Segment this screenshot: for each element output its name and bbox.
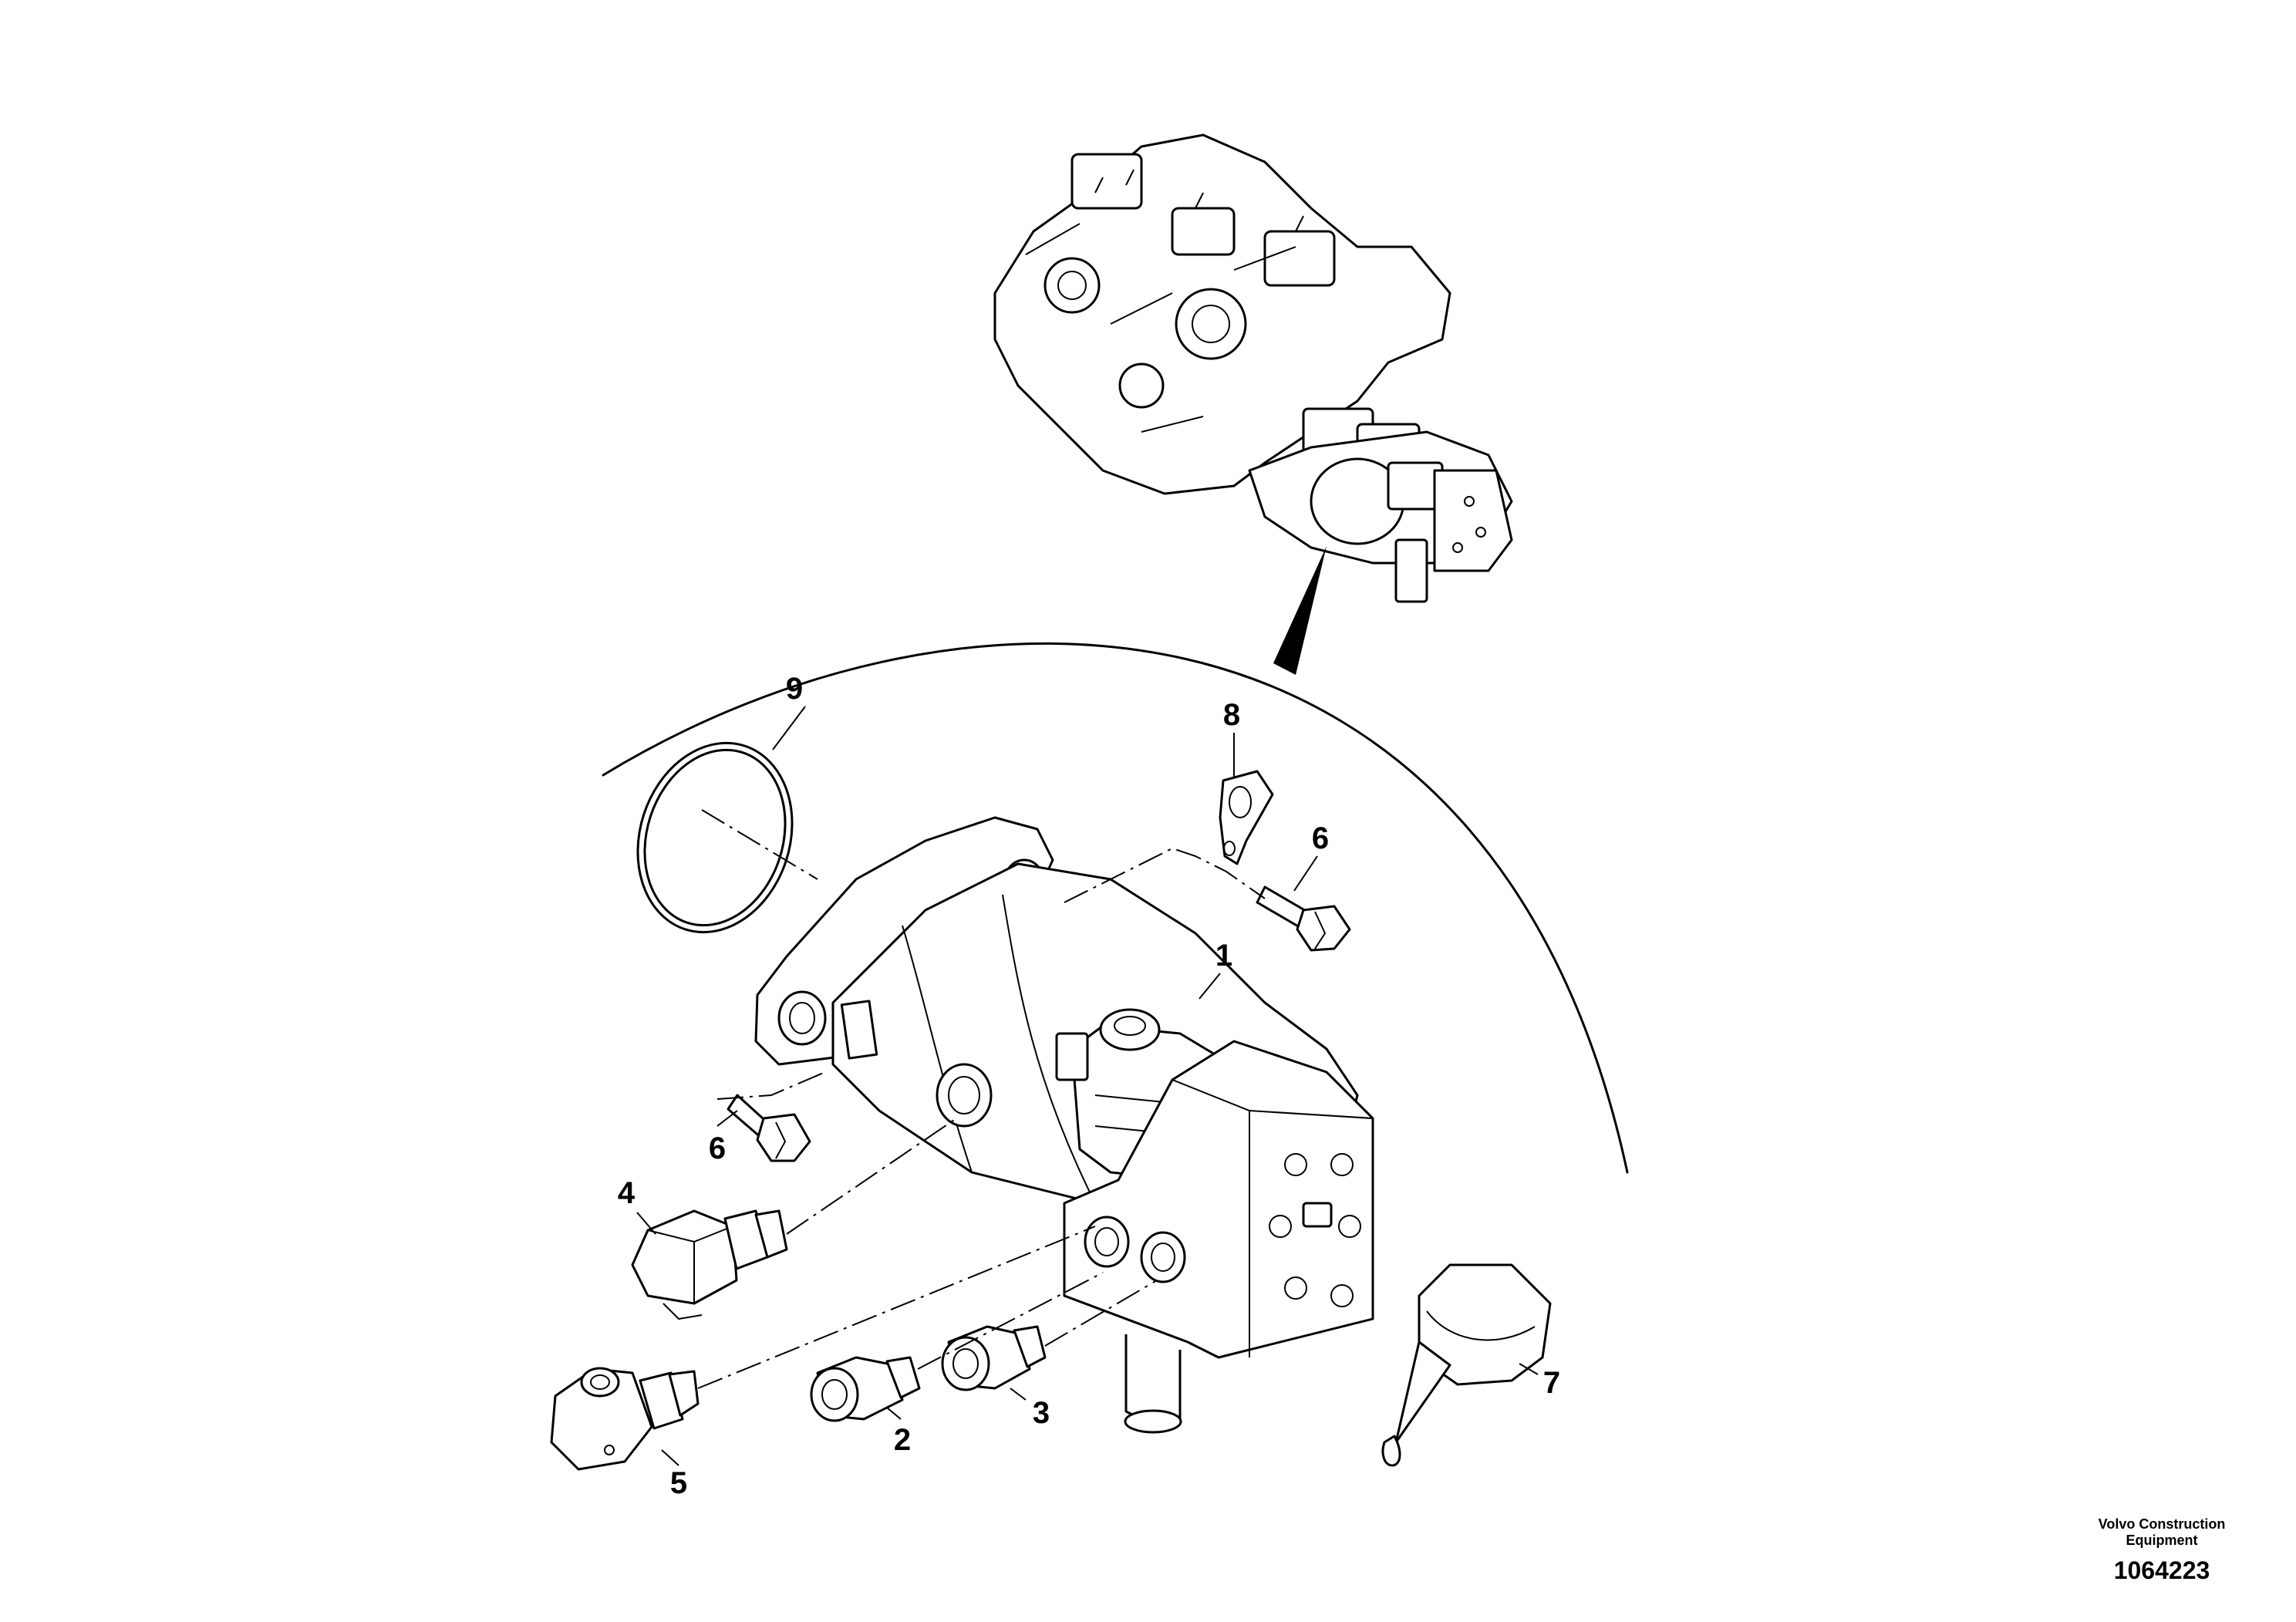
callout-3: 3 [1033,1396,1050,1430]
callout-4: 4 [618,1176,636,1210]
callout-7: 7 [1543,1366,1560,1400]
figure-number: 1064223 [2113,1556,2210,1584]
callout-5: 5 [670,1466,687,1500]
banjo-fitting-part [550,1367,700,1471]
callout-6-upper: 6 [1312,821,1329,855]
flange-bolt-lower-part [727,1094,811,1162]
overview-pump-assembly [993,133,1513,603]
elbow-fitting-part [631,1209,788,1320]
detail-pointer [1273,546,1327,675]
callout-numbers: 9 8 6 1 6 4 5 2 3 7 [618,672,1560,1500]
leader-lines [636,706,1539,1466]
detail-boundary-arc [602,642,1629,1174]
callout-9: 9 [786,672,803,706]
brand-line-1: Volvo Construction [2098,1516,2226,1532]
brand-line-2: Equipment [2126,1533,2198,1548]
callout-6-lower: 6 [709,1131,726,1165]
adapter-fitting-3-part [941,1325,1047,1391]
callout-1: 1 [1215,939,1232,973]
brand-label: Volvo Construction Equipment [2058,1516,2266,1549]
o-ring-part [636,741,794,934]
callout-8: 8 [1223,698,1240,732]
flange-bolt-upper-part [1256,885,1351,952]
bracket-plate-part [1219,770,1274,865]
gear-pump-part [754,816,1374,1434]
assembly-lines [697,809,1266,1389]
adapter-fitting-2-part [810,1356,921,1422]
sealant-tube-part [1381,1263,1552,1467]
callout-2: 2 [894,1423,911,1457]
